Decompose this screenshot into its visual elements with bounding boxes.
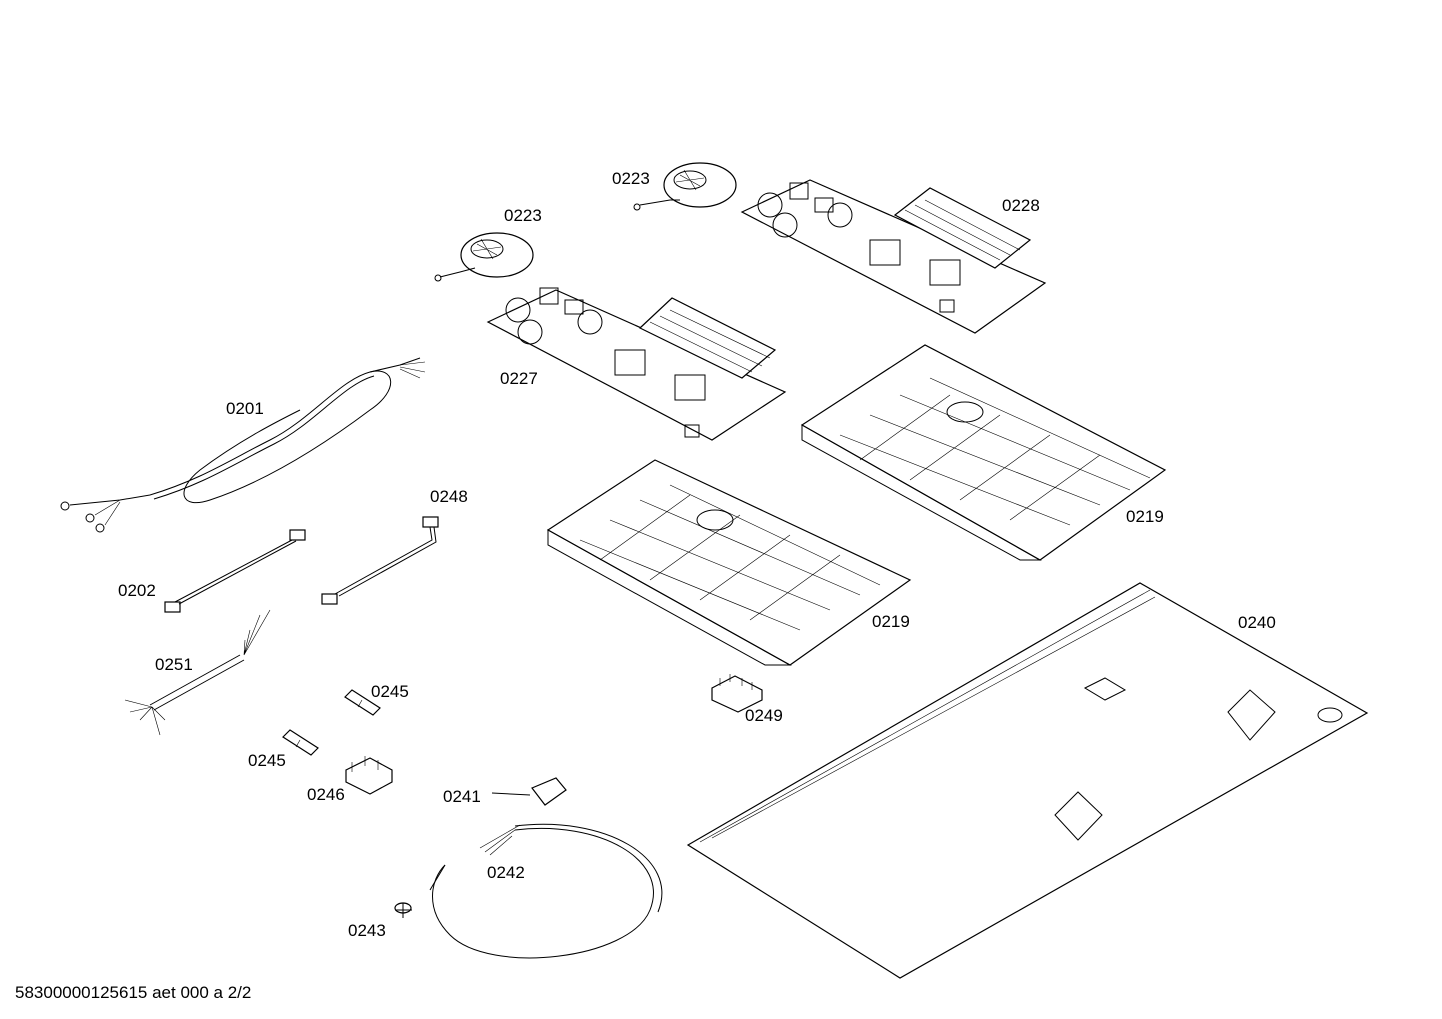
label-0251: 0251 <box>155 655 193 674</box>
pcb-part-0227 <box>486 287 787 441</box>
label-0228: 0228 <box>1002 196 1040 215</box>
label-0240: 0240 <box>1238 613 1276 632</box>
label-0248: 0248 <box>430 487 468 506</box>
label-0243: 0243 <box>348 921 386 940</box>
label-0219-left: 0219 <box>872 612 910 631</box>
ribbon-part-0248 <box>321 516 439 605</box>
label-0246: 0246 <box>307 785 345 804</box>
label-0242: 0242 <box>487 863 525 882</box>
label-0201: 0201 <box>226 399 264 418</box>
harness-part-0251 <box>124 609 271 736</box>
glass-top-part-0240 <box>686 582 1369 979</box>
label-0245-lower: 0245 <box>248 751 286 770</box>
ribbon-part-0202 <box>164 529 306 613</box>
clip-part-0241 <box>491 777 567 806</box>
document-id: 58300000125615 aet 000 a 2/2 <box>15 983 251 1002</box>
cable-part-0242 <box>429 823 663 959</box>
fan-part-0223-lower <box>434 232 534 282</box>
fan-part-0223-upper <box>633 162 737 211</box>
housing-part-0219-left <box>546 459 912 666</box>
pcb-part-0228 <box>740 179 1047 334</box>
label-0245-upper: 0245 <box>371 682 409 701</box>
fuse-holder-part-0246 <box>345 756 393 795</box>
label-0227: 0227 <box>500 369 538 388</box>
cable-part-0201 <box>60 357 426 533</box>
fuse-part-0245-upper <box>344 689 381 716</box>
label-0219-right: 0219 <box>1126 507 1164 526</box>
label-0249: 0249 <box>745 706 783 725</box>
grommet-part-0243 <box>394 902 412 918</box>
terminal-part-0249 <box>711 674 763 713</box>
label-0223-lower: 0223 <box>504 206 542 225</box>
label-0223-upper: 0223 <box>612 169 650 188</box>
label-0241: 0241 <box>443 787 481 806</box>
label-0202: 0202 <box>118 581 156 600</box>
housing-part-0219-right <box>800 344 1167 561</box>
fuse-part-0245-lower <box>282 729 319 756</box>
